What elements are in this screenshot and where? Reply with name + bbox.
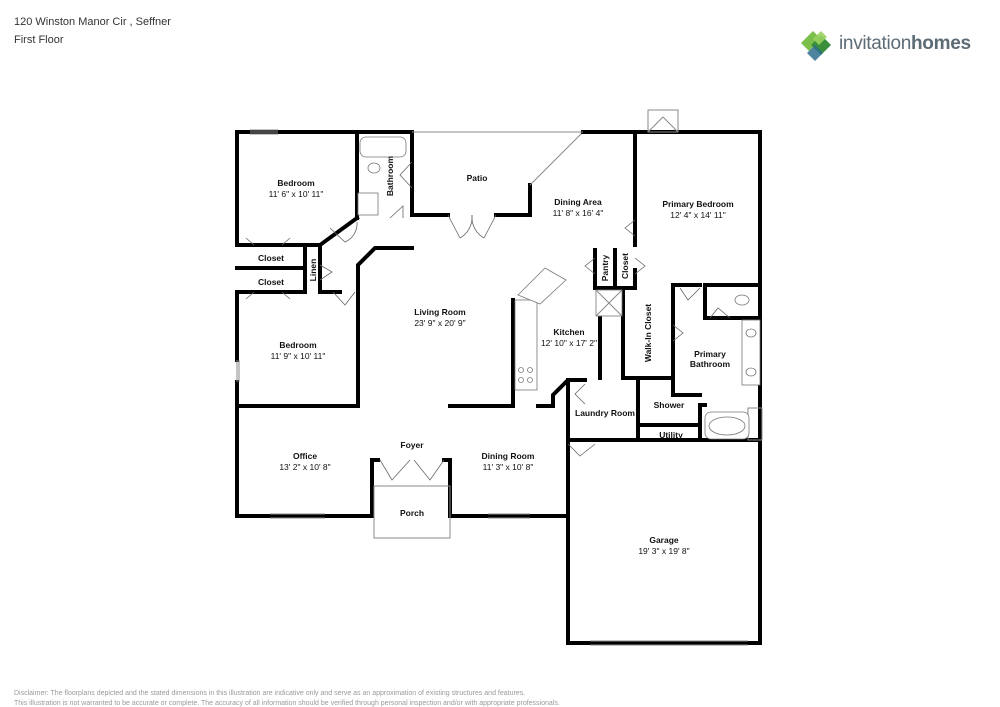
closet1-name: Closet bbox=[258, 253, 284, 263]
primary-bathroom-name-line2: Bathroom bbox=[690, 359, 731, 369]
primary-bathroom-name-line1: Primary bbox=[694, 349, 726, 359]
bedroom1-dims: 11' 6" x 10' 11" bbox=[269, 189, 324, 199]
office-name: Office bbox=[293, 451, 317, 461]
bedroom2-dims: 11' 9" x 10' 11" bbox=[271, 351, 326, 361]
closet3-name: Closet bbox=[620, 253, 630, 279]
disclaimer-line-2: This illustration is not warranted to be… bbox=[14, 700, 560, 707]
foyer-name: Foyer bbox=[400, 440, 424, 450]
laundry-name: Laundry Room bbox=[575, 408, 635, 418]
fixtures bbox=[357, 136, 761, 440]
dining-room-name: Dining Room bbox=[482, 451, 535, 461]
disclaimer-line-1: Disclaimer: The floorplans depicted and … bbox=[14, 690, 526, 697]
kitchen-island bbox=[517, 267, 567, 305]
primary-toilet-fixture bbox=[734, 294, 750, 306]
patio-name: Patio bbox=[467, 173, 488, 183]
doors bbox=[245, 161, 731, 481]
pantry-name: Pantry bbox=[600, 255, 610, 282]
logo-mark-icon bbox=[801, 31, 831, 61]
dining-area-name: Dining Area bbox=[554, 197, 602, 207]
floor-label: First Floor bbox=[14, 34, 64, 46]
windows bbox=[236, 109, 763, 646]
shower-name: Shower bbox=[654, 400, 685, 410]
linen-name: Linen bbox=[308, 259, 318, 282]
logo-brand-bold: homes bbox=[911, 33, 971, 54]
sink-fixture bbox=[357, 192, 379, 216]
closet2-name: Closet bbox=[258, 277, 284, 287]
garage-dims: 19' 3" x 19' 8" bbox=[638, 546, 689, 556]
garage-name: Garage bbox=[649, 535, 679, 545]
kitchen-name: Kitchen bbox=[553, 327, 584, 337]
invitation-homes-logo: invitationhomes bbox=[797, 25, 982, 65]
walk-in-closet-name: Walk-In Closet bbox=[643, 304, 653, 362]
kitchen-counter bbox=[514, 299, 538, 391]
kitchen-dims: 12' 10" x 17' 2" bbox=[541, 338, 597, 348]
living-room-name: Living Room bbox=[414, 307, 466, 317]
bedroom1-name: Bedroom bbox=[277, 178, 315, 188]
bathroom-name: Bathroom bbox=[385, 155, 395, 196]
toilet-fixture bbox=[367, 162, 381, 174]
double-vanity bbox=[741, 319, 761, 386]
utility-name: Utility bbox=[659, 430, 683, 440]
primary-bedroom-name: Primary Bedroom bbox=[662, 199, 734, 209]
primary-bedroom-dims: 12' 4" x 14' 11" bbox=[670, 210, 725, 220]
walls bbox=[235, 130, 762, 645]
logo-brand-light: invitation bbox=[839, 33, 911, 54]
living-room-dims: 23' 9" x 20' 9" bbox=[414, 318, 465, 328]
dining-room-dims: 11' 3" x 10' 8" bbox=[483, 462, 534, 472]
bedroom2-name: Bedroom bbox=[279, 340, 317, 350]
property-address: 120 Winston Manor Cir , Seffner bbox=[14, 16, 171, 28]
bathtub-fixture bbox=[359, 136, 407, 158]
porch-name: Porch bbox=[400, 508, 424, 518]
room-labels: Bedroom 11' 6" x 10' 11" Bathroom Patio … bbox=[258, 155, 734, 556]
dining-area-dims: 11' 8" x 16' 4" bbox=[553, 208, 604, 218]
logo-wordmark: invitationhomes bbox=[839, 33, 971, 55]
office-dims: 13' 2" x 10' 8" bbox=[279, 462, 330, 472]
